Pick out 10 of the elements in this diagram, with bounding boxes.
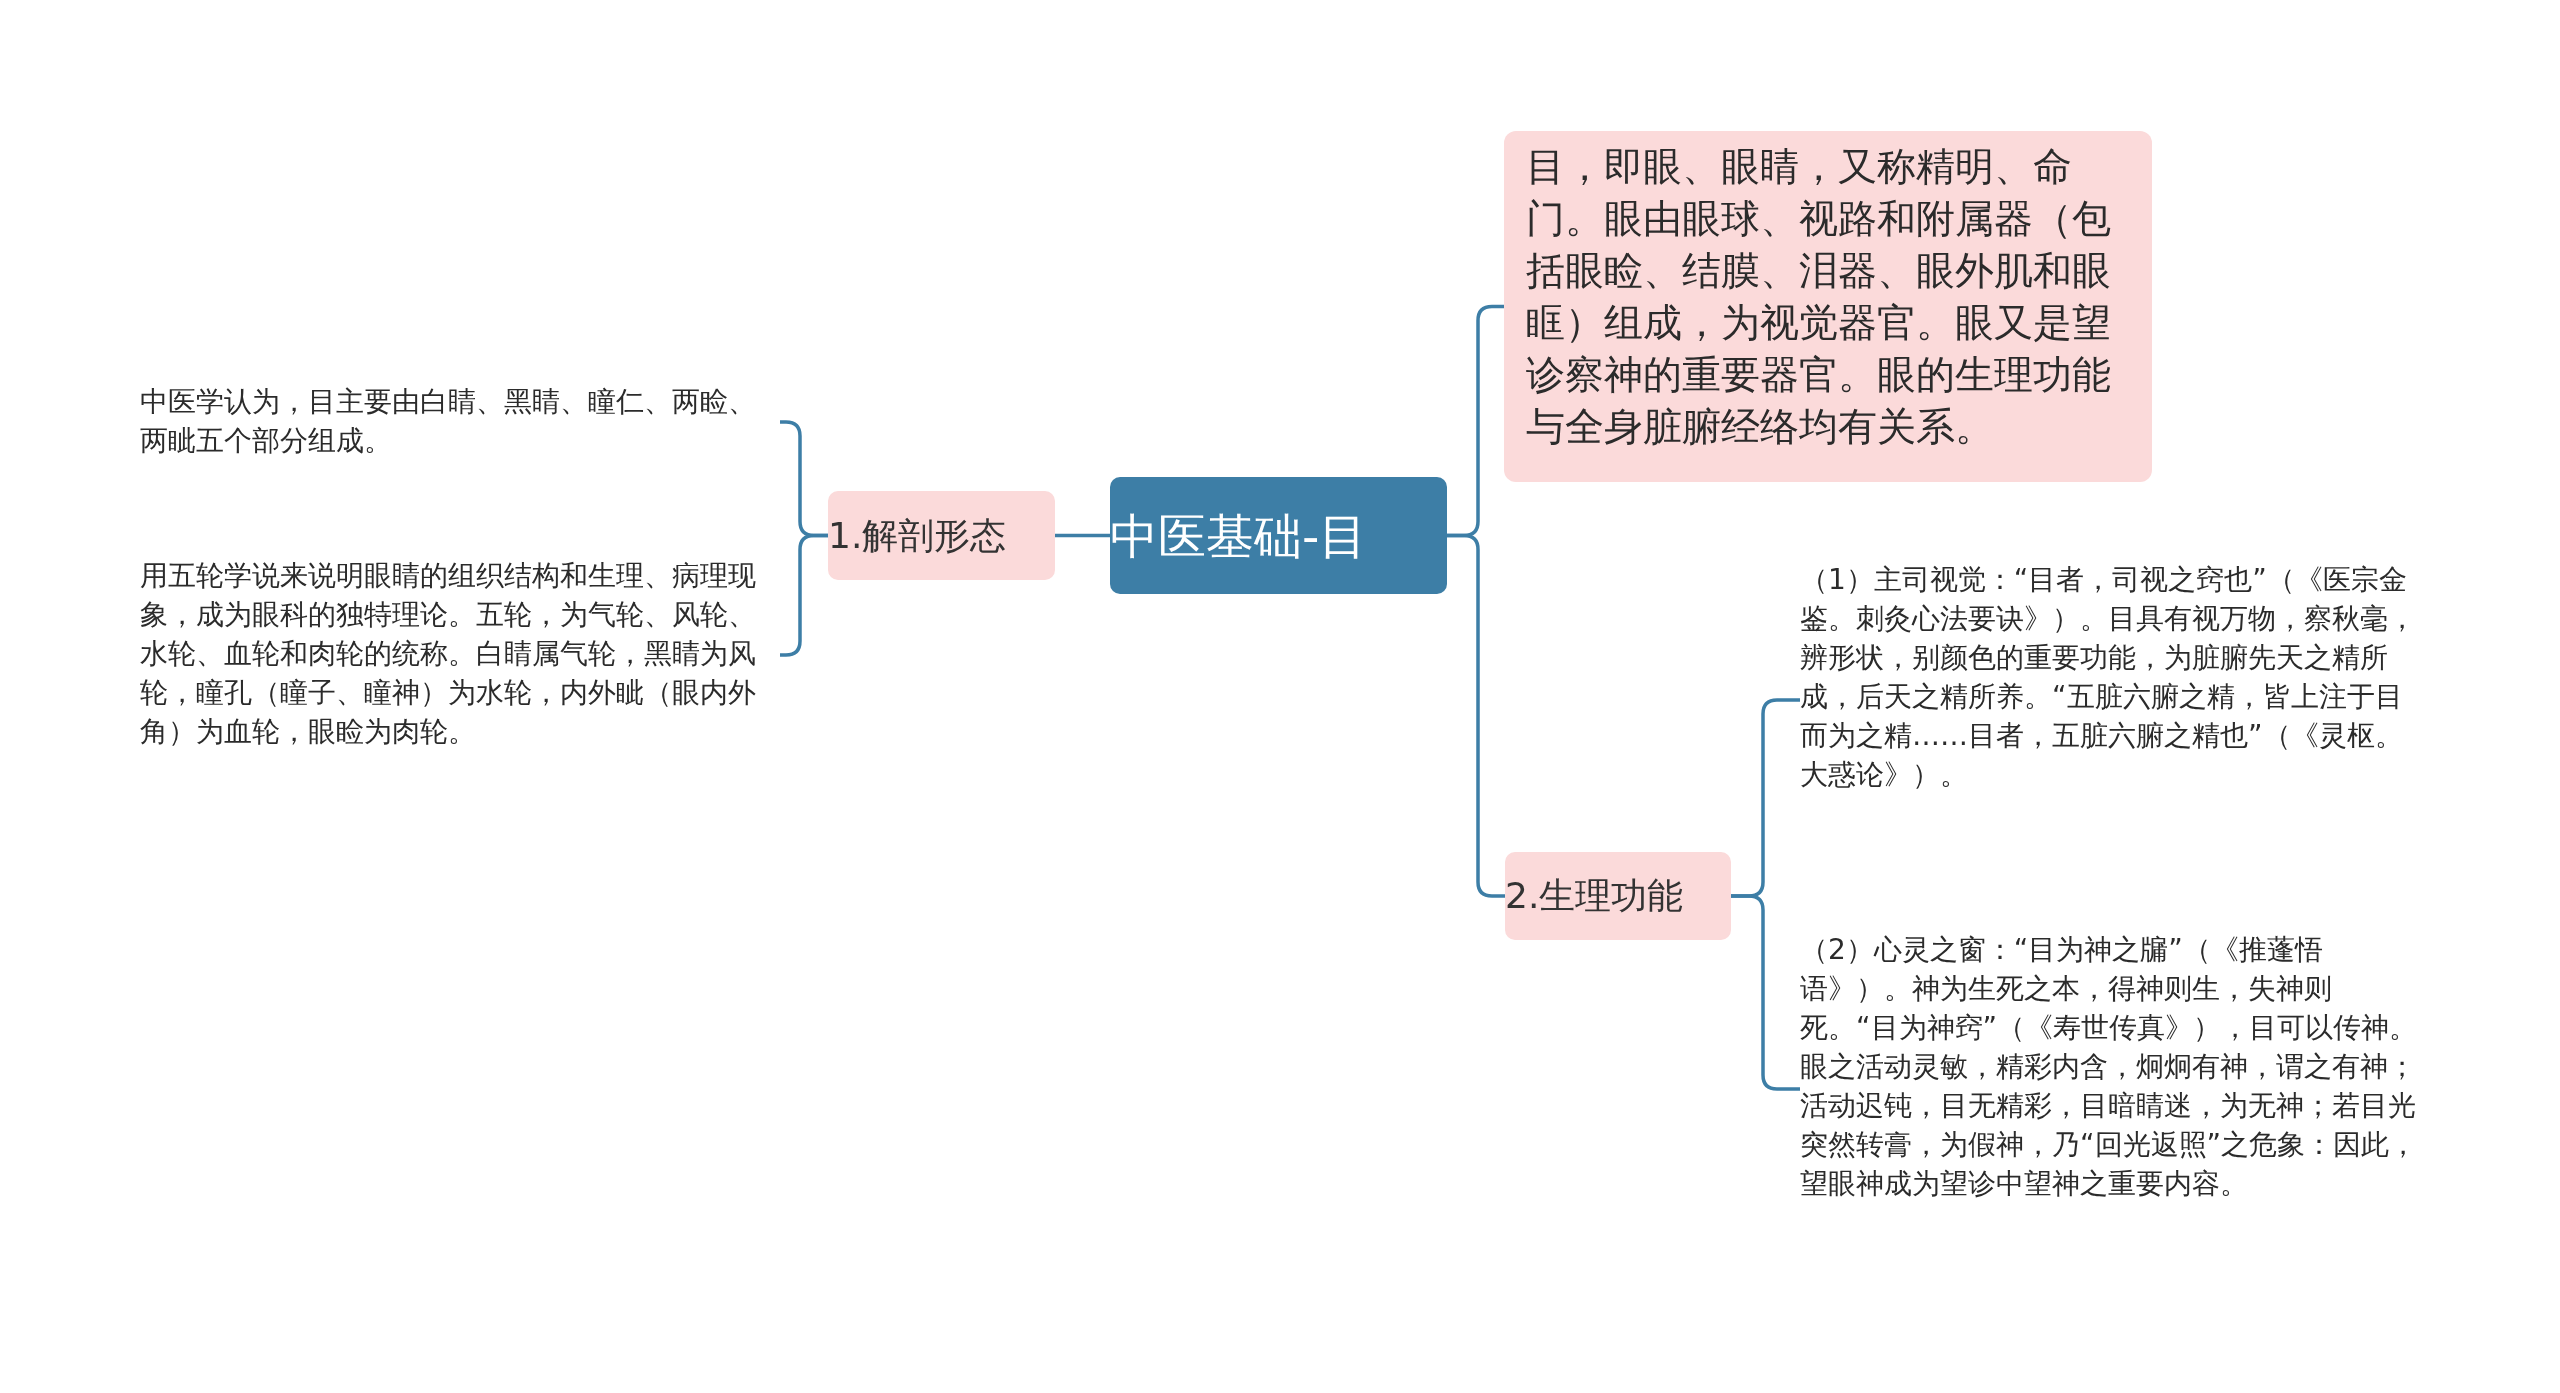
connector [1055,533,1110,538]
connector [1447,533,1505,898]
central-topic: 中医基础-目 [1110,477,1447,594]
note-box: 目，即眼、眼睛，又称精明、命门。眼由眼球、视路和附属器（包括眼睑、结膜、泪器、眼外肌和眼眶）组成，为视觉器官。眼又是望诊察神的重要器官。眼的生理功能与全身脏腑经络均有关系。 [1504,131,2152,482]
note-text: 用五轮学说来说明眼睛的组织结构和生理、病理现象，成为眼科的独特理论。五轮，为气轮、风轮、水轮、血轮和肉轮的统称。白睛属气轮，黑睛为风轮，瞳孔（瞳子、瞳神）为水轮，内外眦（眼内外角）为血轮，眼睑为肉轮。 [140,556,780,754]
note-text: 中医学认为，目主要由白睛、黑睛、瞳仁、两睑、两眦五个部分组成。 [140,382,780,462]
branch-topic: 2.生理功能 [1505,852,1731,940]
branch-topic: 1.解剖形态 [828,491,1055,580]
note-text: （2）心灵之窗：“目为神之牖”（《推蓬悟语》）。神为生死之本，得神则生，失神则死。“目为神窍”（《寿世传真》），目可以传神。眼之活动灵敏，精彩内含，炯炯有神，谓之有神；活动迟钝，目无精彩，目暗睛迷，为无神；若目光突然转膏，为假神，乃“回光返照”之危象：因此，望眼神成为望诊中望神之重要内容。 [1800,930,2430,1248]
note-text: （1）主司视觉：“目者，司视之窍也”（《医宗金鉴。刺灸心法要诀》）。目具有视万物，察秋毫，辨形状，别颜色的重要功能，为脏腑先天之精所成，后天之精所养。“五脏六腑之精，皆上注于目而为之精……目者，五脏六腑之精也”（《灵枢。大惑论》）。 [1800,560,2430,840]
